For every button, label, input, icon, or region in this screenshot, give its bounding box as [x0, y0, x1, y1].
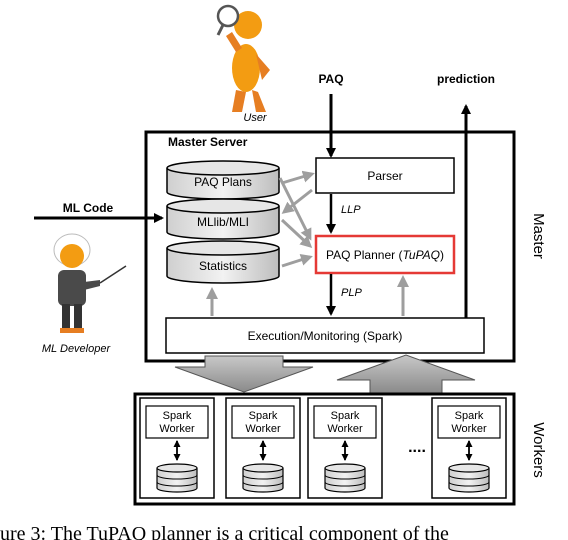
- mllib-to-planner-arrow: [280, 218, 313, 249]
- ml-developer-label: ML Developer: [42, 343, 112, 355]
- statistics-cylinder: Statistics: [166, 240, 280, 284]
- spark-worker-label: Spark: [249, 410, 278, 422]
- plans-to-parser-arrow: [281, 170, 315, 185]
- parser-label: Parser: [367, 169, 402, 183]
- database-icon: [242, 463, 284, 493]
- parser-box: [315, 157, 455, 194]
- master-server-label: Master Server: [168, 135, 248, 149]
- paq-planner-label: PAQ Planner (TuPAQ): [326, 248, 444, 262]
- workers-ellipsis: ....: [408, 439, 426, 456]
- spark-worker-label: Worker: [245, 423, 281, 435]
- spark-worker-label: Spark: [163, 410, 192, 422]
- plp-label: PLP: [341, 287, 362, 299]
- spark-worker-label: Worker: [327, 423, 363, 435]
- execution-label: Execution/Monitoring (Spark): [248, 329, 403, 343]
- spark-worker-box: [231, 405, 295, 439]
- master-side-label: Master: [530, 213, 547, 259]
- database-icon: [156, 463, 198, 493]
- spark-worker-label: Spark: [455, 410, 484, 422]
- parser-to-mllib-arrow: [281, 188, 313, 214]
- paq-plans-label: PAQ Plans: [194, 175, 252, 189]
- plans-to-planner-arrow: [278, 177, 312, 241]
- spark-worker-label: Worker: [451, 423, 487, 435]
- spark-worker-label: Spark: [331, 410, 360, 422]
- statistics-label: Statistics: [199, 259, 247, 273]
- user-label: User: [243, 112, 268, 124]
- ml-developer-figure-icon: [53, 233, 127, 333]
- spark-worker-box: [313, 405, 377, 439]
- llp-label: LLP: [341, 204, 361, 216]
- workers-side-label: Workers: [530, 422, 547, 478]
- paq-input-label: PAQ: [318, 72, 343, 86]
- database-icon: [324, 463, 366, 493]
- down-transfer-arrow: [174, 355, 314, 393]
- prediction-label: prediction: [437, 72, 495, 86]
- workers-box: [133, 392, 516, 506]
- up-transfer-arrow: [336, 354, 476, 394]
- ml-code-label: ML Code: [63, 201, 114, 215]
- spark-worker-box: [437, 405, 501, 439]
- planner-name: TuPAQ: [402, 248, 440, 262]
- spark-worker-box: [145, 405, 209, 439]
- figure-caption: ure 3: The TuPAQ planner is a critical c…: [0, 523, 449, 540]
- planner-prefix: PAQ Planner (: [326, 248, 402, 262]
- mllib-cylinder: MLlib/MLI: [166, 198, 280, 240]
- user-figure-icon: [216, 4, 270, 112]
- planner-suffix: ): [440, 248, 444, 262]
- gray-arrows: [206, 170, 409, 316]
- paq-plans-cylinder: PAQ Plans: [166, 160, 280, 200]
- database-icon: [448, 463, 490, 493]
- execution-box: [165, 317, 485, 354]
- paq-planner-box: [314, 234, 456, 275]
- spark-workers: SparkWorkerSparkWorkerSparkWorkerSparkWo…: [139, 397, 507, 499]
- spark-worker-label: Worker: [159, 423, 195, 435]
- mllib-label: MLlib/MLI: [197, 215, 249, 229]
- stats-to-planner-arrow: [281, 254, 313, 268]
